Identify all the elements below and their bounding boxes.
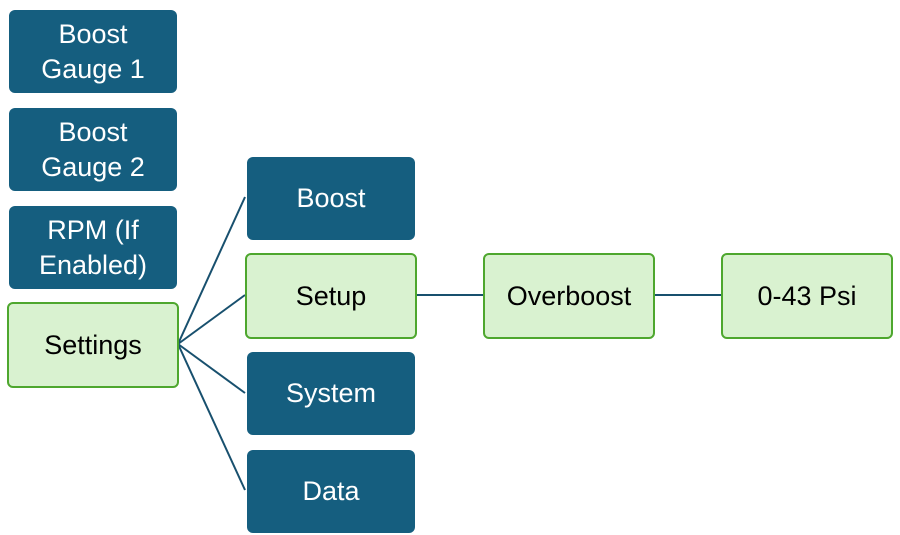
settings-item-setup[interactable]: Setup [245,253,417,339]
overboost-value-range[interactable]: 0-43 Psi [721,253,893,339]
connector-settings-data [177,343,246,491]
menu-item-boost-gauge-1[interactable]: Boost Gauge 1 [9,10,177,93]
settings-item-system[interactable]: System [247,352,415,435]
settings-item-data[interactable]: Data [247,450,415,533]
menu-item-rpm[interactable]: RPM (If Enabled) [9,206,177,289]
connector-settings-system [177,343,246,394]
connector-settings-setup [177,294,246,345]
menu-item-settings[interactable]: Settings [7,302,179,388]
setup-item-overboost[interactable]: Overboost [483,253,655,339]
connector-settings-boost [177,196,246,345]
settings-item-boost[interactable]: Boost [247,157,415,240]
menu-item-boost-gauge-2[interactable]: Boost Gauge 2 [9,108,177,191]
